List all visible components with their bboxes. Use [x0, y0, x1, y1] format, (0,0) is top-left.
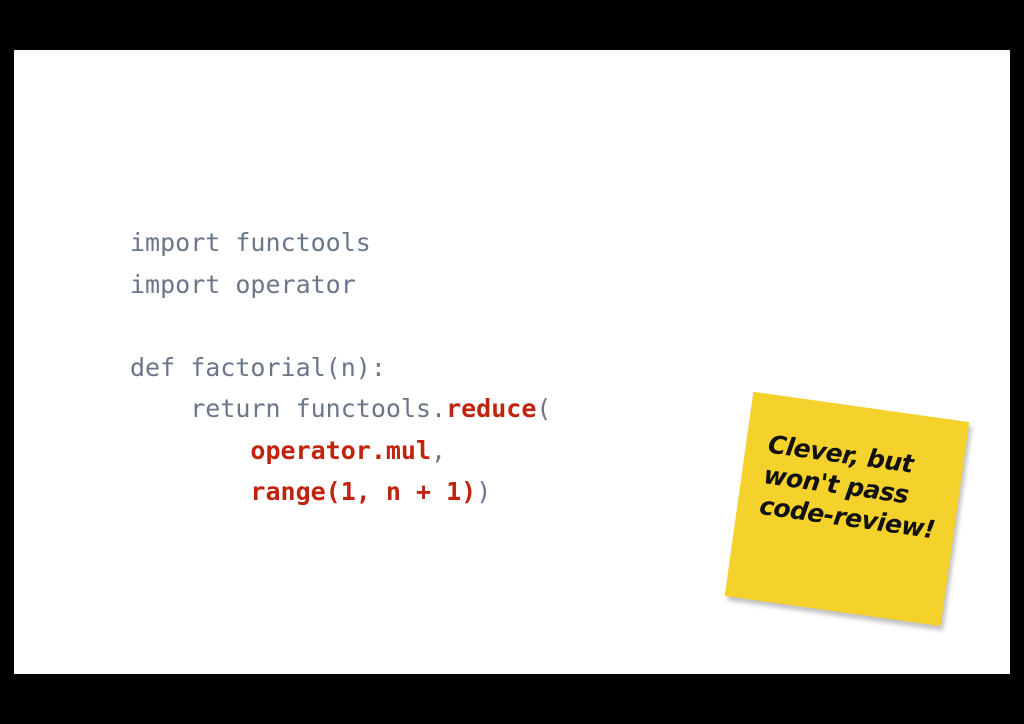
code-indent: [130, 477, 250, 506]
code-line-range: range(1, n + 1)): [130, 471, 551, 513]
code-text: return functools.: [130, 394, 447, 423]
code-text: ): [476, 477, 492, 506]
sticky-note: Clever, but won't pass code-review!: [724, 391, 970, 627]
code-text: (: [536, 394, 552, 423]
code-line-return: return functools.reduce(: [130, 388, 551, 430]
code-text: def factorial(n):: [130, 352, 386, 382]
code-text: import operator: [130, 269, 356, 299]
code-line-import-operator: import operator: [130, 264, 551, 306]
code-block: import functools import operator def facto…: [130, 222, 551, 513]
code-indent: [130, 436, 250, 465]
code-line-operator-mul: operator.mul,: [130, 430, 551, 472]
code-text: ,: [431, 435, 447, 465]
code-highlight-reduce: reduce: [446, 394, 537, 423]
code-line-def-factorial: def factorial(n):: [130, 347, 551, 389]
code-highlight-range: range(1, n + 1): [250, 477, 477, 506]
code-highlight-operator-mul: operator.mul: [250, 435, 432, 465]
code-text: import functools: [130, 228, 371, 257]
code-line-blank: [130, 305, 551, 347]
slide: import functools import operator def facto…: [14, 50, 1010, 674]
sticky-note-text: Clever, but won't pass code-review!: [758, 429, 959, 548]
code-line-import-functools: import functools: [130, 222, 551, 264]
